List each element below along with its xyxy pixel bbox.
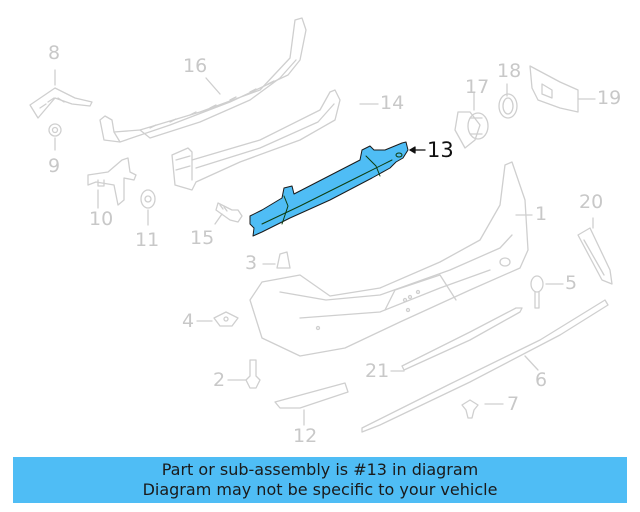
callout-8[interactable]: 8 — [48, 42, 61, 64]
callout-5[interactable]: 5 — [565, 272, 578, 294]
part-2-shape — [245, 359, 261, 389]
part-11-shape — [140, 189, 156, 209]
info-banner: Part or sub-assembly is #13 in diagram D… — [13, 457, 627, 503]
callout-1[interactable]: 1 — [535, 203, 548, 225]
callout-4[interactable]: 4 — [182, 310, 195, 332]
leader-lines — [54, 69, 596, 426]
callout-11[interactable]: 11 — [135, 229, 160, 251]
callout-6[interactable]: 6 — [535, 369, 548, 391]
part-9-shape — [48, 123, 62, 137]
callout-17[interactable]: 17 — [465, 76, 490, 98]
callout-7[interactable]: 7 — [507, 393, 520, 415]
part-18-shape — [498, 93, 518, 119]
callout-21[interactable]: 21 — [365, 360, 390, 382]
callout-19[interactable]: 19 — [597, 87, 622, 109]
callout-15[interactable]: 15 — [190, 227, 215, 249]
part-14-shape — [171, 89, 341, 191]
part-4-shape — [213, 311, 239, 327]
part-13-highlighted-shape — [249, 141, 409, 237]
parts-diagram: 8 9 16 14 10 11 15 17 18 19 13 1 20 3 5 … — [29, 17, 622, 447]
part-1-shape — [249, 161, 529, 357]
banner-line-part: Part or sub-assembly is #13 in diagram — [161, 460, 479, 479]
callout-20[interactable]: 20 — [579, 191, 604, 213]
part-12-shape — [274, 382, 349, 409]
callout-18[interactable]: 18 — [497, 60, 522, 82]
parts-diagram-drawing — [29, 17, 613, 433]
callout-3[interactable]: 3 — [245, 252, 258, 274]
callout-2[interactable]: 2 — [213, 369, 226, 391]
part-16-shape — [99, 17, 307, 143]
part-20-shape — [577, 227, 613, 285]
part-21-shape — [401, 307, 523, 371]
part-3-shape — [276, 251, 291, 269]
part-7-shape — [461, 399, 479, 419]
callout-9[interactable]: 9 — [48, 155, 61, 177]
callout-12[interactable]: 12 — [293, 425, 318, 447]
part-6-shape — [361, 299, 609, 433]
part-15-shape — [215, 202, 243, 223]
part-17-shape — [454, 111, 489, 149]
callout-10[interactable]: 10 — [89, 208, 114, 230]
part-10-shape — [87, 157, 137, 206]
part-8-shape — [29, 87, 93, 119]
banner-line-disclaimer: Diagram may not be specific to your vehi… — [142, 480, 498, 499]
callout-14[interactable]: 14 — [380, 92, 405, 114]
callout-16[interactable]: 16 — [183, 55, 208, 77]
part-5-shape — [530, 275, 544, 309]
part-19-shape — [529, 65, 579, 113]
callout-13[interactable]: 13 — [427, 138, 454, 162]
